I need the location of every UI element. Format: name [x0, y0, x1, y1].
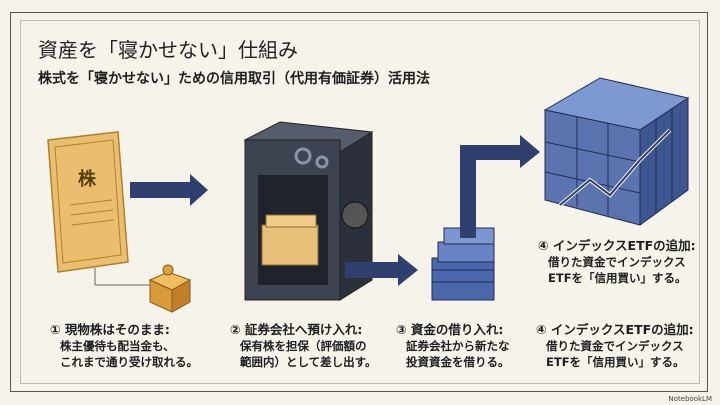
- certificate-label: 株: [78, 168, 97, 190]
- page-subtitle: 株式を「寝かせない」ための信用取引（代用有価証券）活用法: [38, 71, 430, 87]
- step-line: 保有株を担保（評価額の: [240, 339, 367, 353]
- step-line: 借りた資金でインデックス: [546, 339, 684, 353]
- step-line: 投資資金を借りる。: [406, 355, 510, 369]
- arrow-right-icon: [130, 174, 208, 206]
- step-line: 範囲内）として差し出す。: [240, 355, 377, 369]
- etf-cubes-icon: [543, 77, 690, 226]
- cash-stack-icon: [431, 227, 495, 301]
- annotation-heading: ④ インデックスETFの追加:: [538, 238, 696, 253]
- notebooklm-watermark: NotebookLM: [668, 395, 712, 403]
- slide-inner-frame: [20, 20, 700, 384]
- arrow-right-icon: [345, 254, 418, 286]
- step-heading: ③ 資金の借り入れ:: [396, 322, 504, 337]
- step-1: ① 現物株はそのまま: 株主優待も配当金も、 これまで通り受け取れる。: [50, 322, 198, 370]
- step-3: ③ 資金の借り入れ: 証券会社から新たな 投資資金を借りる。: [396, 322, 510, 370]
- slide-frame: [10, 12, 708, 392]
- arrow-up-right-icon: [460, 135, 540, 238]
- annotation-line: 借りた資金でインデックス: [548, 255, 686, 269]
- step-heading: ① 現物株はそのまま:: [50, 322, 170, 337]
- step-heading: ④ インデックスETFの追加:: [536, 322, 694, 337]
- annotation-line: ETFを「信用買い」する。: [548, 271, 687, 285]
- step-4: ④ インデックスETFの追加: 借りた資金でインデックス ETFを「信用買い」す…: [536, 322, 694, 370]
- safe-icon: [243, 121, 374, 301]
- annotation-etf: ④ インデックスETFの追加: 借りた資金でインデックス ETFを「信用買い」す…: [538, 238, 696, 286]
- step-line: 証券会社から新たな: [406, 339, 510, 353]
- gift-box-icon: [148, 264, 192, 313]
- step-2: ② 証券会社へ預け入れ: 保有株を担保（評価額の 範囲内）として差し出す。: [230, 322, 377, 370]
- step-line: 株主優待も配当金も、: [60, 339, 175, 353]
- step-line: これまで通り受け取れる。: [60, 355, 198, 369]
- page-title: 資産を「寝かせない」仕組み: [38, 38, 298, 62]
- step-heading: ② 証券会社へ預け入れ:: [230, 322, 363, 337]
- step-line: ETFを「信用買い」する。: [546, 355, 685, 369]
- stock-certificate-icon: 株: [47, 131, 150, 286]
